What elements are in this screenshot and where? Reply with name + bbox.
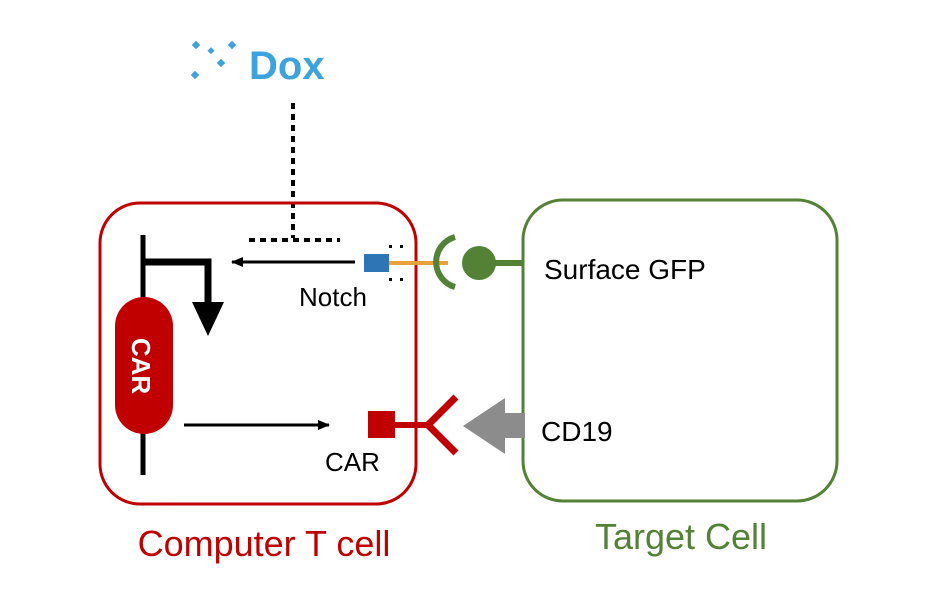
surface-gfp-ligand [462,246,496,280]
cd19-stalk [505,413,525,438]
promoter-arrow [143,258,212,305]
notch-label: Notch [299,282,367,312]
anti-gfp-binder [433,234,456,290]
dox-label: Dox [249,44,325,88]
car-receptor [368,411,395,438]
surface-gfp-label: Surface GFP [544,254,706,285]
promoter-arrowhead [192,302,224,336]
target-cell-box [521,198,839,503]
cd19-label: CD19 [541,416,613,447]
t-cell-caption: Computer T cell [138,523,391,564]
target-cell-caption: Target Cell [595,516,767,557]
car-gene-label: CAR [126,338,156,395]
dox-icon [190,40,237,80]
car-binding-domain [423,394,459,456]
notch-receptor [364,254,389,272]
cd19-antigen [463,398,505,454]
t-cell-box [98,201,418,506]
car-gene-block [115,297,173,434]
membrane-dots-notch [389,245,392,248]
car-label: CAR [325,447,380,477]
